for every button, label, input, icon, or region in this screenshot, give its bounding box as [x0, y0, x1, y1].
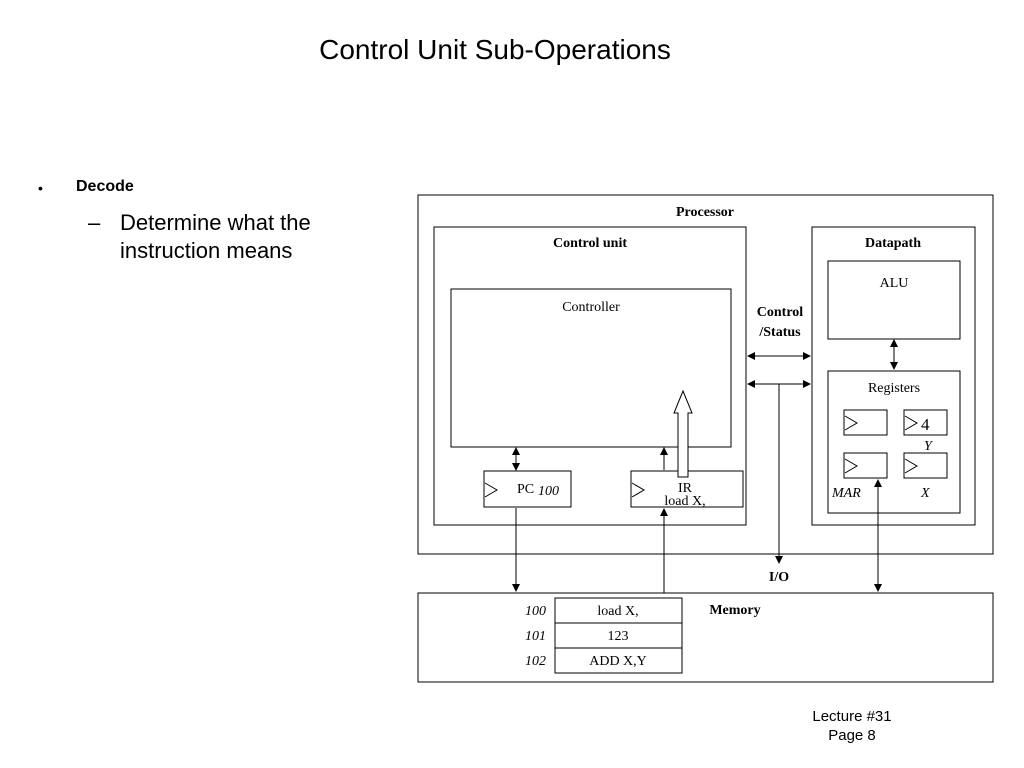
memory-label: Memory	[709, 603, 760, 618]
sub-bullet-dash: –	[88, 210, 101, 235]
memory-cell	[554, 597, 683, 624]
pc-clock-icon	[484, 482, 498, 498]
register-1	[843, 409, 888, 436]
pc-value: 100	[538, 484, 559, 499]
control-unit-box	[433, 226, 747, 526]
mar-label: MAR	[831, 486, 861, 501]
memory-content: ADD X,Y	[589, 654, 647, 669]
ir-label: IR	[678, 481, 693, 496]
processor-box	[417, 194, 994, 555]
alu-label: ALU	[880, 276, 909, 291]
control-unit-label: Control unit	[553, 236, 627, 251]
ir-value: load X,	[664, 494, 705, 509]
alu-box	[827, 260, 961, 340]
datapath-label: Datapath	[865, 236, 921, 251]
controller-label: Controller	[562, 300, 620, 315]
pc-label: PC	[517, 482, 534, 497]
datapath-box	[811, 226, 976, 526]
ir-to-controller-arrow	[673, 389, 693, 478]
register-x-clock-icon	[904, 458, 918, 474]
registers-label: Registers	[868, 381, 920, 396]
controller-box	[450, 288, 732, 448]
bullet-decode: Decode	[76, 178, 134, 195]
memory-address: 101	[525, 629, 546, 644]
register-y-value: 4	[921, 415, 930, 434]
registers-box	[827, 370, 961, 514]
memory-content: 123	[608, 629, 629, 644]
register-y-clock-icon	[904, 415, 918, 431]
bullet-dot: •	[38, 180, 43, 196]
ir-clock-icon	[631, 482, 645, 498]
register-1-clock-icon	[844, 415, 858, 431]
footer-page: Page 8	[828, 727, 876, 744]
control-status-label-1: Control	[757, 305, 804, 320]
processor-label: Processor	[676, 205, 734, 220]
register-y-label: Y	[924, 439, 934, 454]
register-mar-clock-icon	[844, 458, 858, 474]
memory-box	[417, 592, 994, 683]
footer: Lecture #31 Page 8	[790, 707, 914, 745]
memory-content: load X,	[597, 604, 638, 619]
sub-bullet-text: Determine what the instruction means	[120, 210, 311, 263]
pc-register	[483, 470, 572, 508]
register-mar	[843, 452, 888, 479]
footer-lecture: Lecture #31	[812, 708, 892, 725]
register-y	[903, 409, 948, 436]
register-x-label: X	[920, 486, 930, 501]
io-label: I/O	[769, 570, 789, 585]
page-title: Control Unit Sub-Operations	[319, 34, 671, 65]
control-status-label-2: /Status	[758, 325, 801, 340]
memory-address: 102	[525, 654, 546, 669]
memory-address: 100	[525, 604, 546, 619]
register-x	[903, 452, 948, 479]
memory-cell	[554, 647, 683, 674]
